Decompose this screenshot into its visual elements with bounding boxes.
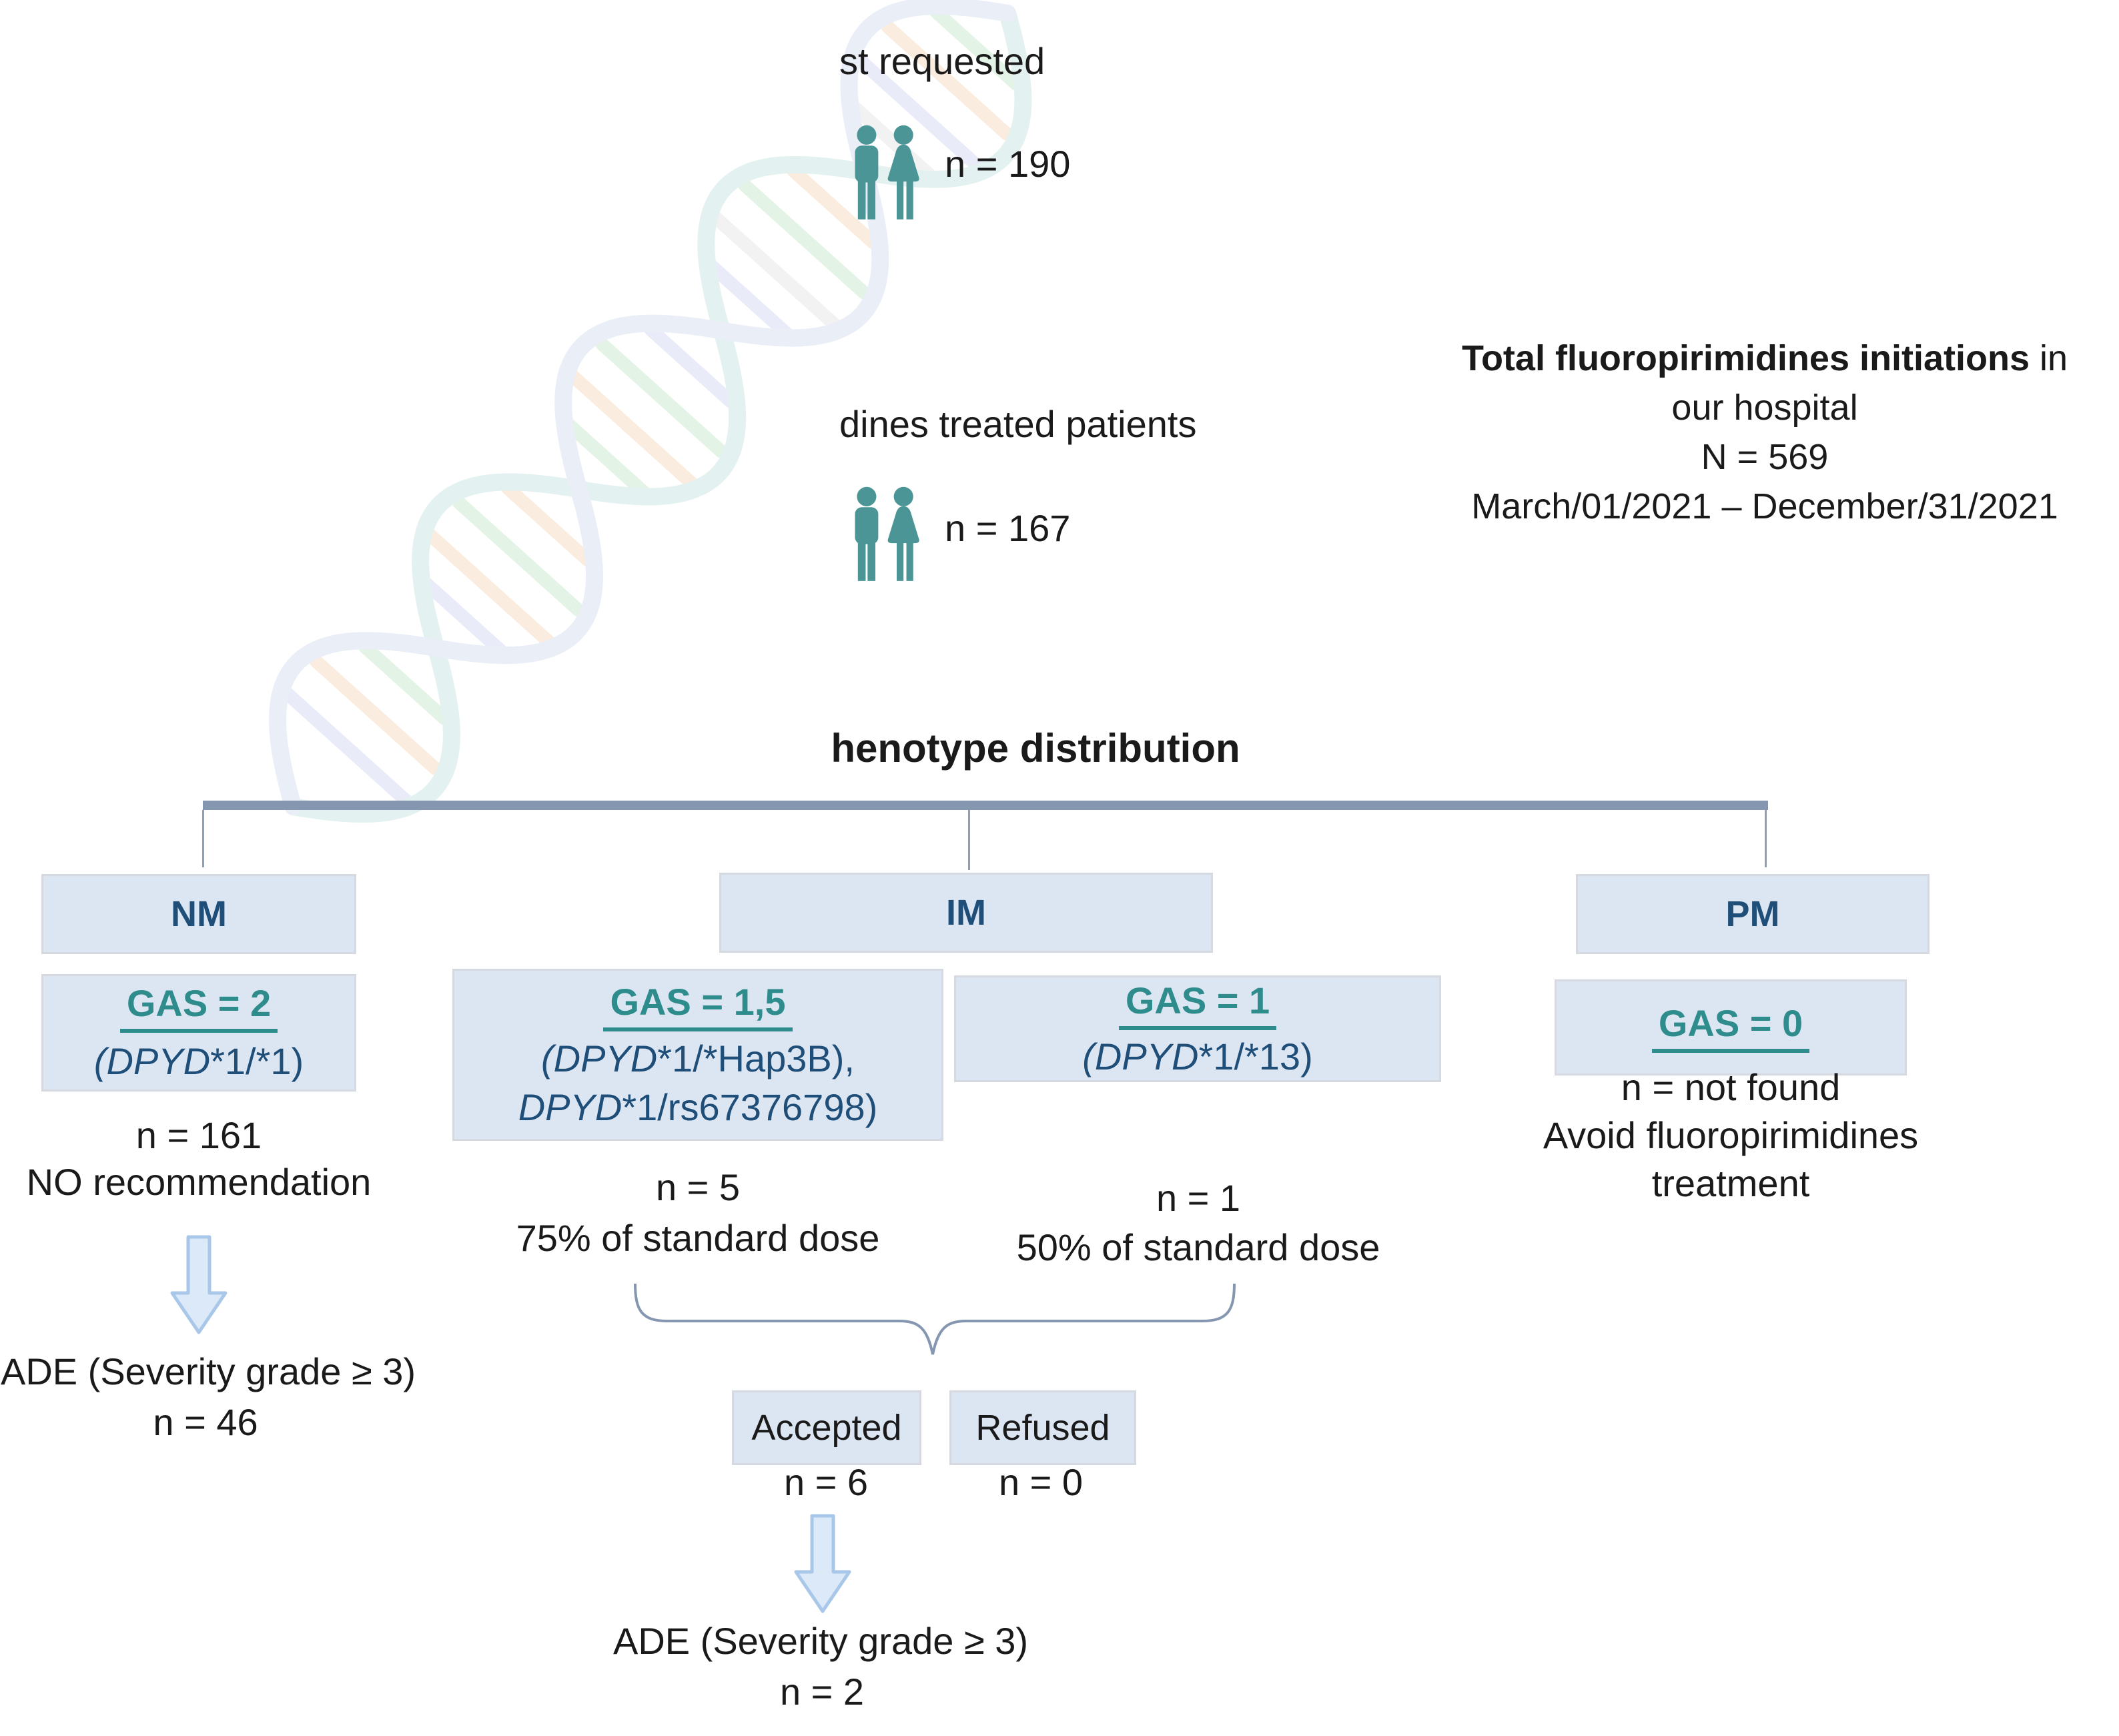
dna-helix-decoration (269, 0, 1032, 823)
refused-label: Refused (975, 1408, 1110, 1448)
gas-box-im-15: GAS = 1,5 (DPYD*1/*Hap3B), DPYD*1/rs6737… (452, 969, 943, 1141)
summary-line-3: N = 569 (1701, 437, 1829, 477)
accepted-count: n = 6 (783, 1461, 869, 1503)
pm-advice-line1: Avoid fluoropirimidines (1543, 1114, 1919, 1156)
gas-box-im-1: GAS = 1 (DPYD*1/*13) (954, 975, 1441, 1082)
summary-line-1: Total fluoropirimidines initiations in (1461, 338, 2068, 378)
gas-box-nm: GAS = 2 (DPYD*1/*1) (41, 974, 356, 1092)
count-im-1: n = 1 (1156, 1177, 1241, 1219)
accepted-box: Accepted (732, 1390, 921, 1465)
branch-connector-bar (203, 801, 1768, 810)
gas-score-im-1: GAS = 1 (1118, 979, 1277, 1030)
refused-box: Refused (949, 1390, 1136, 1465)
down-arrow (794, 1514, 851, 1613)
gas-score-nm: GAS = 2 (119, 982, 278, 1033)
down-arrow (170, 1235, 228, 1334)
recommendation-nm: NO recommendation (26, 1161, 372, 1203)
ade-count-nm: n = 46 (153, 1401, 258, 1443)
test-requested-label: st requested (839, 40, 1045, 82)
test-requested-count: n = 190 (945, 143, 1071, 185)
phenotype-box-nm: NM (41, 874, 356, 954)
phenotype-label-nm: NM (171, 894, 227, 934)
summary-line-4: March/01/2021 – December/31/2021 (1471, 486, 2058, 526)
ade-count-im: n = 2 (779, 1671, 865, 1713)
branch-line-pm (1765, 810, 1767, 867)
dose-im-15: 75% of standard dose (516, 1217, 880, 1259)
count-nm: n = 161 (135, 1114, 262, 1156)
phenotype-label-pm: PM (1725, 894, 1780, 934)
genotype-im-15-line2: DPYD*1/rs67376798) (518, 1086, 878, 1128)
dose-im-1: 50% of standard dose (1016, 1226, 1380, 1268)
gas-box-pm: GAS = 0 (1555, 979, 1907, 1075)
refused-count: n = 0 (998, 1461, 1084, 1503)
genotype-im-15-line1: (DPYD*1/*Hap3B), (541, 1037, 855, 1079)
ade-label-im: ADE (Severity grade ≥ 3) (612, 1620, 1029, 1662)
phenotype-label-im: IM (946, 893, 986, 933)
curly-brace (634, 1283, 1236, 1355)
phenotype-box-pm: PM (1576, 874, 1930, 954)
phenotype-distribution-title: henotype distribution (831, 726, 1240, 771)
branch-line-im (968, 810, 970, 870)
gas-score-im-15: GAS = 1,5 (603, 981, 793, 1031)
total-initiations-summary: Total fluoropirimidines initiations in o… (1414, 334, 2115, 531)
count-im-15: n = 5 (655, 1166, 741, 1208)
genotype-nm: (DPYD*1/*1) (93, 1040, 304, 1082)
treated-patients-count: n = 167 (945, 507, 1071, 549)
accepted-label: Accepted (751, 1408, 902, 1448)
treated-patients-label: dines treated patients (839, 403, 1197, 445)
gas-score-pm: GAS = 0 (1651, 1002, 1810, 1053)
genotype-im-1: (DPYD*1/*13) (1082, 1035, 1313, 1077)
ade-label-nm: ADE (Severity grade ≥ 3) (0, 1350, 416, 1392)
summary-line-2: our hospital (1671, 388, 1858, 428)
branch-line-nm (202, 810, 204, 867)
phenotype-box-im: IM (719, 873, 1213, 953)
count-pm: n = not found (1621, 1066, 1841, 1108)
couple-icon (855, 486, 919, 581)
couple-icon (855, 125, 919, 220)
pm-advice-line2: treatment (1651, 1162, 1810, 1204)
